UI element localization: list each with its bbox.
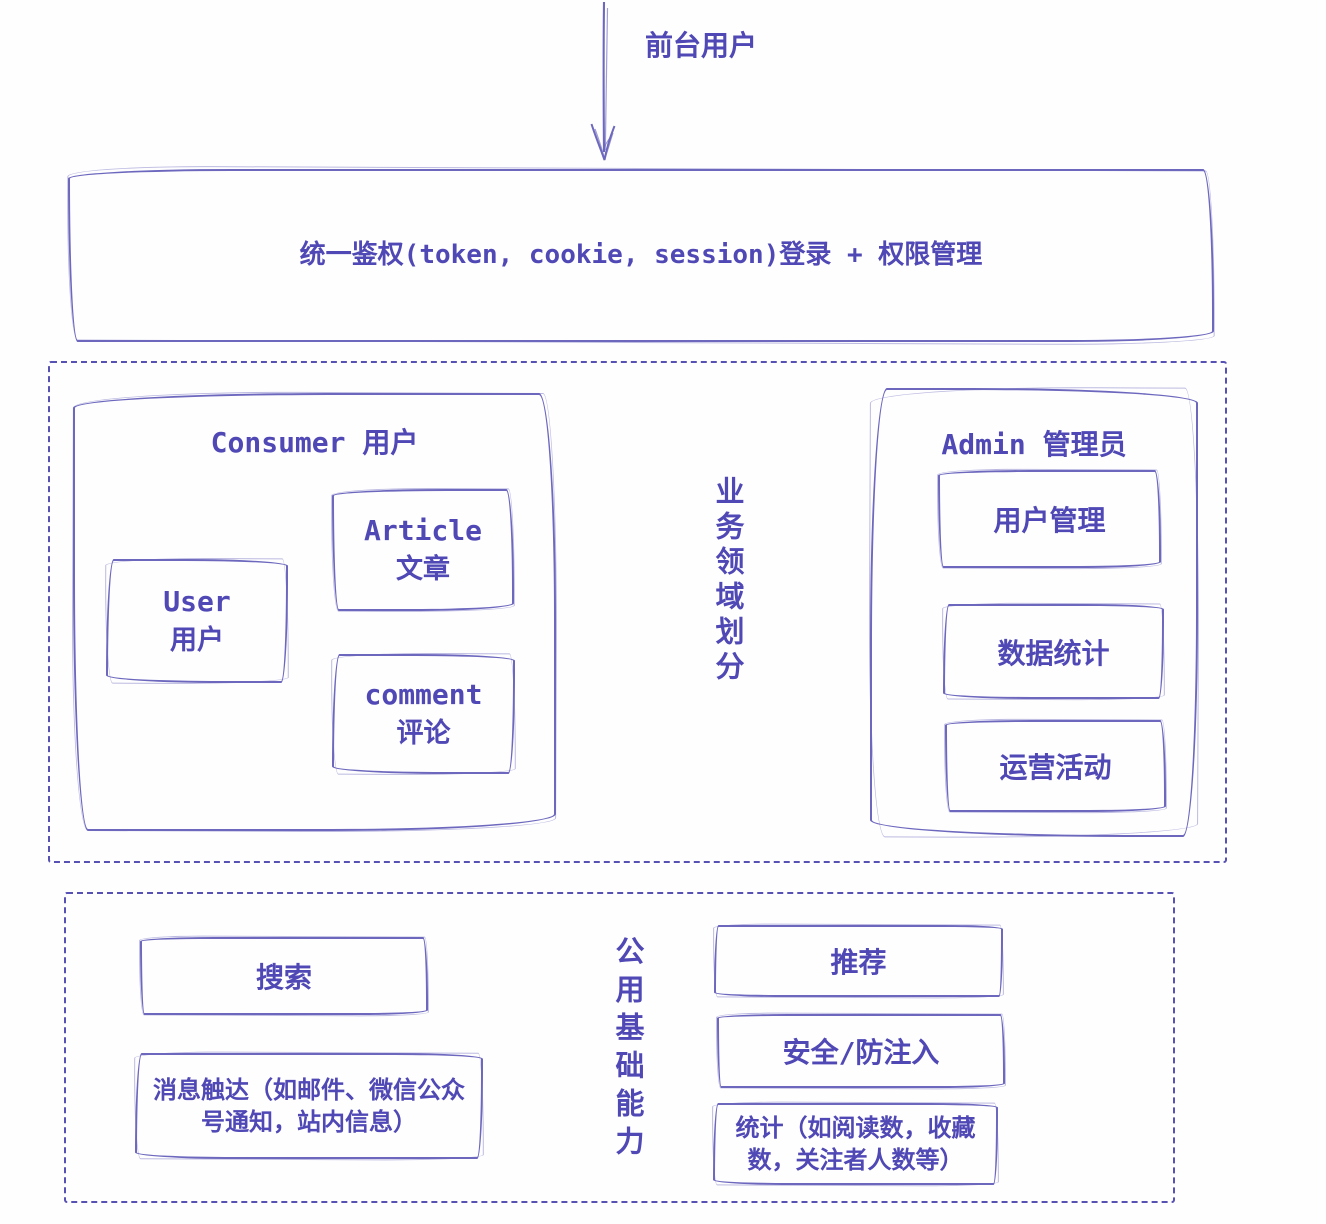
module-article-box: Article 文章 <box>332 489 514 611</box>
module-user-label-en: User <box>163 585 231 618</box>
module-article-label-en: Article <box>363 514 482 547</box>
frontend-user-label: 前台用户 <box>645 29 758 62</box>
module-security-box: 安全/防注入 <box>717 1014 1005 1088</box>
module-message-reach-label: 消息触达（如邮件、微信公众号通知，站内信息） <box>153 1075 465 1136</box>
module-user-management-label: 用户管理 <box>993 504 1106 537</box>
module-search-box: 搜索 <box>140 937 428 1015</box>
business-domain-section: Consumer 用户 User 用户 Article 文章 comment 评… <box>48 361 1227 863</box>
admin-group-box: Admin 管理员 用户管理 数据统计 运营活动 <box>870 388 1198 837</box>
module-data-statistics-box: 数据统计 <box>943 604 1164 699</box>
module-recommend-label: 推荐 <box>830 946 887 979</box>
module-user-box: User 用户 <box>106 559 288 683</box>
common-section-vertical-label: 公用基础能力 <box>611 936 645 1164</box>
module-operations-box: 运营活动 <box>945 720 1166 812</box>
module-search-label: 搜索 <box>255 961 312 994</box>
module-statistics-label: 统计（如阅读数，收藏数，关注者人数等） <box>735 1113 976 1174</box>
module-statistics-box: 统计（如阅读数，收藏数，关注者人数等） <box>713 1103 998 1185</box>
module-data-statistics-label: 数据统计 <box>997 636 1110 670</box>
module-security-label: 安全/防注入 <box>782 1036 940 1069</box>
auth-label: 统一鉴权(token, cookie, session)登录 + 权限管理 <box>299 239 983 270</box>
down-arrow-icon <box>590 1 616 161</box>
module-operations-label: 运营活动 <box>999 751 1112 784</box>
admin-group-title: Admin 管理员 <box>941 428 1127 461</box>
business-section-vertical-label: 业务领域划分 <box>711 476 745 686</box>
module-message-reach-box: 消息触达（如邮件、微信公众号通知，站内信息） <box>135 1053 483 1159</box>
module-comment-box: comment 评论 <box>332 654 515 774</box>
module-recommend-box: 推荐 <box>714 925 1003 997</box>
module-comment-label-zh: 评论 <box>396 718 451 749</box>
module-user-management-box: 用户管理 <box>938 470 1161 568</box>
module-comment-label-en: comment <box>364 678 483 711</box>
consumer-group-box: Consumer 用户 User 用户 Article 文章 comment 评… <box>73 393 556 831</box>
module-user-label-zh: 用户 <box>170 625 224 656</box>
common-capabilities-section: 搜索 消息触达（如邮件、微信公众号通知，站内信息） 公用基础能力 推荐 安全/防… <box>64 892 1175 1203</box>
auth-box: 统一鉴权(token, cookie, session)登录 + 权限管理 <box>68 169 1214 342</box>
consumer-group-title: Consumer 用户 <box>210 426 419 459</box>
module-article-label-zh: 文章 <box>396 554 450 585</box>
